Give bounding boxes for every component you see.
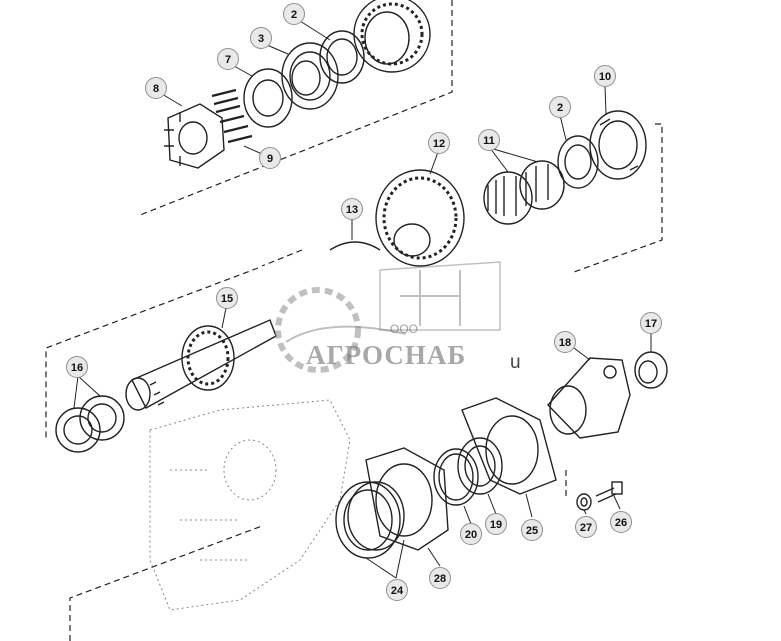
transmission-housing [149,399,351,611]
callout-2-mid: 2 [549,96,571,118]
watermark-company: АГРОСНАБ [306,340,467,370]
callout-7: 7 [217,48,239,70]
gasket-28 [365,447,449,551]
callout-13: 13 [341,198,363,220]
callout-27: 27 [575,516,597,538]
callout-20: 20 [460,523,482,545]
callout-9: 9 [259,147,281,169]
needle-bearings-11 [483,160,565,225]
watermark-emblem [275,261,501,373]
callout-19: 19 [485,513,507,535]
callout-10: 10 [594,65,616,87]
watermark-prefix: ООО [390,322,419,336]
callout-15: 15 [216,287,238,309]
bearing-3 [281,42,339,110]
leader-lines [73,20,652,579]
callout-25: 25 [521,519,543,541]
callout-17: 17 [640,312,662,334]
seal-19 [457,437,503,495]
bolt-26 [595,481,623,503]
helical-gear-12 [375,169,465,267]
callout-12: 12 [428,132,450,154]
callout-8: 8 [145,77,167,99]
roller-bearings-16 [55,395,125,453]
watermark-suffix: u [510,352,521,373]
seal-cap-17 [634,351,668,389]
shims-24 [335,481,405,559]
ring-13 [329,241,381,251]
flange-housing-18 [547,357,631,439]
washer-2-top [319,30,365,84]
o-ring-20 [433,448,479,506]
callout-24: 24 [386,579,408,601]
callout-28: 28 [429,567,451,589]
callout-16: 16 [66,356,88,378]
washer-27 [576,493,592,511]
callout-18: 18 [554,331,576,353]
ring-10 [589,110,647,180]
callout-11: 11 [478,129,500,151]
splined-hub-8 [164,103,225,169]
washer-2-mid [557,135,599,189]
drive-shaft-15 [125,319,277,411]
dashed-boundary-lines [45,0,663,641]
top-gear [353,0,431,73]
callout-2-top: 2 [283,3,305,25]
springs-9 [211,88,253,144]
callout-3: 3 [250,27,272,49]
callout-26: 26 [610,511,632,533]
washer-7 [243,68,293,128]
